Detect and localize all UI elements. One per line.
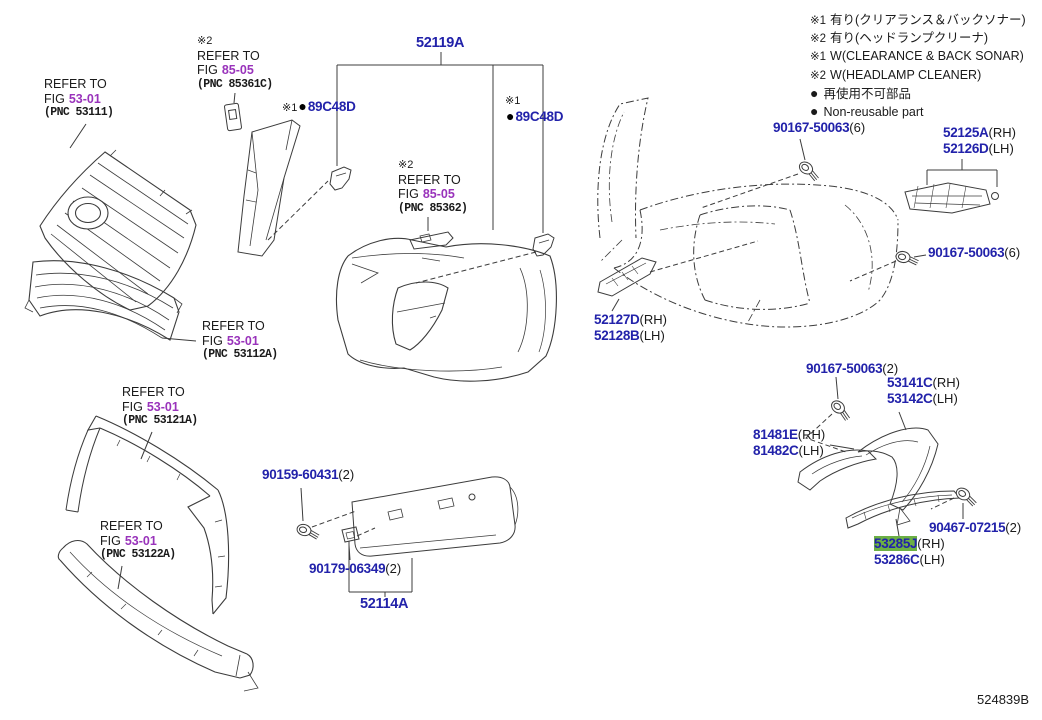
clip-90179-drawing — [341, 526, 360, 543]
clip-89c48d-right-drawing — [532, 233, 555, 257]
legend-line: ●Non-reusable part — [810, 103, 924, 120]
upper-grille-drawing — [39, 149, 197, 311]
fig-link[interactable]: 53-01 — [226, 333, 259, 348]
part-label-90179-06349[interactable]: 90179-06349(2) — [309, 561, 402, 576]
screw-icon — [894, 249, 921, 266]
screw-icon — [295, 522, 322, 540]
screw-icons — [295, 158, 981, 540]
lower-grille-drawing — [24, 260, 183, 341]
part-label-90167-50063-top[interactable]: 90167-50063(6) — [773, 120, 866, 135]
fig-link[interactable]: 85-05 — [422, 187, 455, 201]
part-label-90159-60431[interactable]: 90159-60431(2) — [262, 467, 355, 482]
bumper-phantom-drawing — [597, 97, 899, 328]
part-label-81481e[interactable]: 81481E(RH) 81482C(LH) — [753, 427, 826, 458]
fog-cover-drawing — [797, 449, 878, 491]
non-reusable-bullet-icon: ● — [506, 108, 515, 124]
part-label-53285j[interactable]: 53285J(RH) 53286C(LH) — [874, 536, 945, 567]
diagram-number: 524839B — [977, 692, 1030, 707]
bracket-85362-drawing — [409, 231, 454, 250]
part-label-89c48d-right[interactable]: ※1 ●89C48D — [505, 95, 564, 124]
fig-link[interactable]: 85-05 — [221, 63, 254, 77]
part-label-90167-50063-right[interactable]: 90167-50063(6) — [928, 245, 1021, 260]
part-label-53141c[interactable]: 53141C(RH) 53142C(LH) — [887, 375, 960, 406]
lower-trim-drawing — [57, 539, 259, 692]
part-label-90467-07215[interactable]: 90467-07215(2) — [929, 520, 1022, 535]
highlighted-part-number: 53285J — [874, 536, 918, 551]
dashed-lines — [267, 173, 955, 537]
license-bracket-drawing — [351, 476, 519, 557]
bumper-cover-drawing — [335, 237, 557, 382]
fig-link[interactable]: 53-01 — [124, 533, 157, 548]
grille-surround-drawing — [65, 415, 230, 615]
part-label-90167-50063-mid[interactable]: 90167-50063(2) — [806, 361, 899, 376]
non-reusable-bullet-icon: ● — [810, 84, 819, 101]
lower-support-drawing — [597, 257, 657, 297]
non-reusable-bullet-icon: ● — [298, 98, 307, 114]
part-label-52114a[interactable]: 52114A — [360, 596, 409, 612]
part-label-52127d[interactable]: 52127D(RH) 52128B(LH) — [594, 312, 667, 343]
part-label-52119a[interactable]: 52119A — [416, 35, 465, 51]
bracket-85361c-drawing — [224, 102, 242, 132]
part-label-52125a[interactable]: 52125A(RH) 52126D(LH) — [943, 125, 1016, 156]
clip-89c48d-left-drawing — [329, 166, 352, 191]
side-support-drawing — [904, 182, 999, 214]
non-reusable-bullet-icon: ● — [810, 103, 819, 120]
screw-icon — [953, 485, 981, 508]
corner-retainer-drawing — [237, 119, 301, 257]
fig-link[interactable]: 53-01 — [146, 399, 179, 414]
fog-bezel-drawing — [857, 427, 939, 526]
screw-icon — [796, 158, 823, 183]
part-label-89c48d-left[interactable]: ※1●89C48D — [282, 98, 356, 114]
screw-icon — [828, 397, 855, 422]
leader-lines — [69, 52, 998, 597]
legend-line: ●再使用不可部品 — [810, 84, 911, 101]
fig-link[interactable]: 53-01 — [68, 91, 101, 106]
